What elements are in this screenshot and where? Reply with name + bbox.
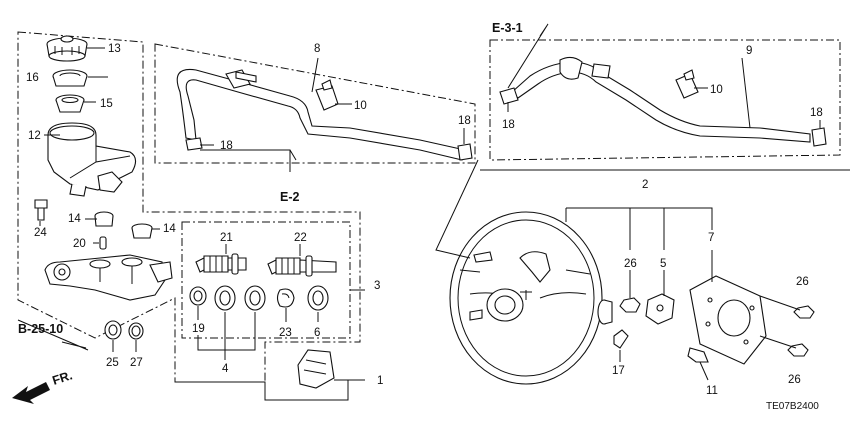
callout-18-a: 18 [220,140,233,152]
pin-11 [687,347,709,363]
reservoir-cap [46,35,88,62]
callout-12: 12 [28,130,41,142]
callout-14-left: 14 [68,213,81,225]
ref-label-e-2: E-2 [280,190,300,204]
piston-kit-boundary [181,221,351,339]
callout-2: 2 [642,179,648,191]
front-direction-arrow-icon [12,382,50,404]
reservoir-tank [47,122,137,197]
callout-numbers: 1 2 3 4 5 6 7 8 9 10 10 11 12 13 14 14 1… [26,43,823,397]
reservoir-seal [55,94,85,113]
pin-20 [99,236,107,250]
callout-8: 8 [314,43,320,55]
secondary-piston-21 [195,253,247,275]
callout-7: 7 [708,232,714,244]
nut-26-center [619,297,641,313]
callout-23: 23 [279,327,292,339]
front-label: FR. [51,368,74,388]
clip-17 [613,329,629,349]
cup-seal-4b [244,285,266,311]
leader-lines [17,23,821,401]
seal-6 [307,285,329,311]
callout-11: 11 [706,385,718,397]
seal-25 [104,320,122,340]
callout-5: 5 [660,258,666,270]
vacuum-booster [449,211,613,385]
vacuum-hose-8 [176,68,473,161]
callout-26-upper: 26 [796,276,809,288]
callout-3: 3 [374,280,380,292]
callout-4: 4 [222,363,229,375]
callout-22: 22 [294,232,307,244]
callout-16: 16 [26,72,39,84]
reservoir-bracket-1 [297,349,335,389]
callout-6: 6 [314,327,320,339]
callout-20: 20 [73,238,86,250]
callout-17: 17 [612,365,625,377]
callout-9: 9 [746,45,752,57]
nut-26-upper [793,305,815,319]
callout-19: 19 [192,323,205,335]
callout-1: 1 [377,375,383,387]
callout-18-c: 18 [502,119,515,131]
grommet-14a [94,211,114,227]
callout-26-center: 26 [624,258,637,270]
callout-18-b: 18 [458,115,471,127]
ref-label-b-25-10: B-25-10 [18,322,63,336]
vacuum-hose-9 [499,56,827,147]
ref-label-e-3-1: E-3-1 [492,21,523,35]
clevis-5 [645,293,675,325]
callout-26-lower: 26 [788,374,801,386]
hose-9-group-boundary [489,39,841,161]
callout-14-right: 14 [163,223,176,235]
callout-10-right: 10 [710,84,723,96]
booster-gasket-7 [689,275,767,365]
callout-18-d: 18 [810,107,823,119]
o-ring-27 [128,322,144,340]
master-cylinder-body [44,254,173,301]
callout-13: 13 [108,43,121,55]
nut-26-lower [787,343,809,357]
cup-seal-4a [214,285,236,311]
bolt-24 [34,199,48,221]
callout-10-left: 10 [354,100,367,112]
callout-27: 27 [130,357,143,369]
hose-8-group-boundary [154,43,476,164]
primary-piston-22 [267,255,337,277]
seal-19 [189,286,207,306]
circlip-23 [276,288,295,308]
grommet-14b [131,223,153,239]
callout-15: 15 [100,98,113,110]
callout-24: 24 [34,227,47,239]
diagram-code: TE07B2400 [766,401,819,412]
callout-25: 25 [106,357,119,369]
master-cylinder-group-boundary [17,31,361,383]
callout-21: 21 [220,232,233,244]
strainer-ring [52,69,88,87]
